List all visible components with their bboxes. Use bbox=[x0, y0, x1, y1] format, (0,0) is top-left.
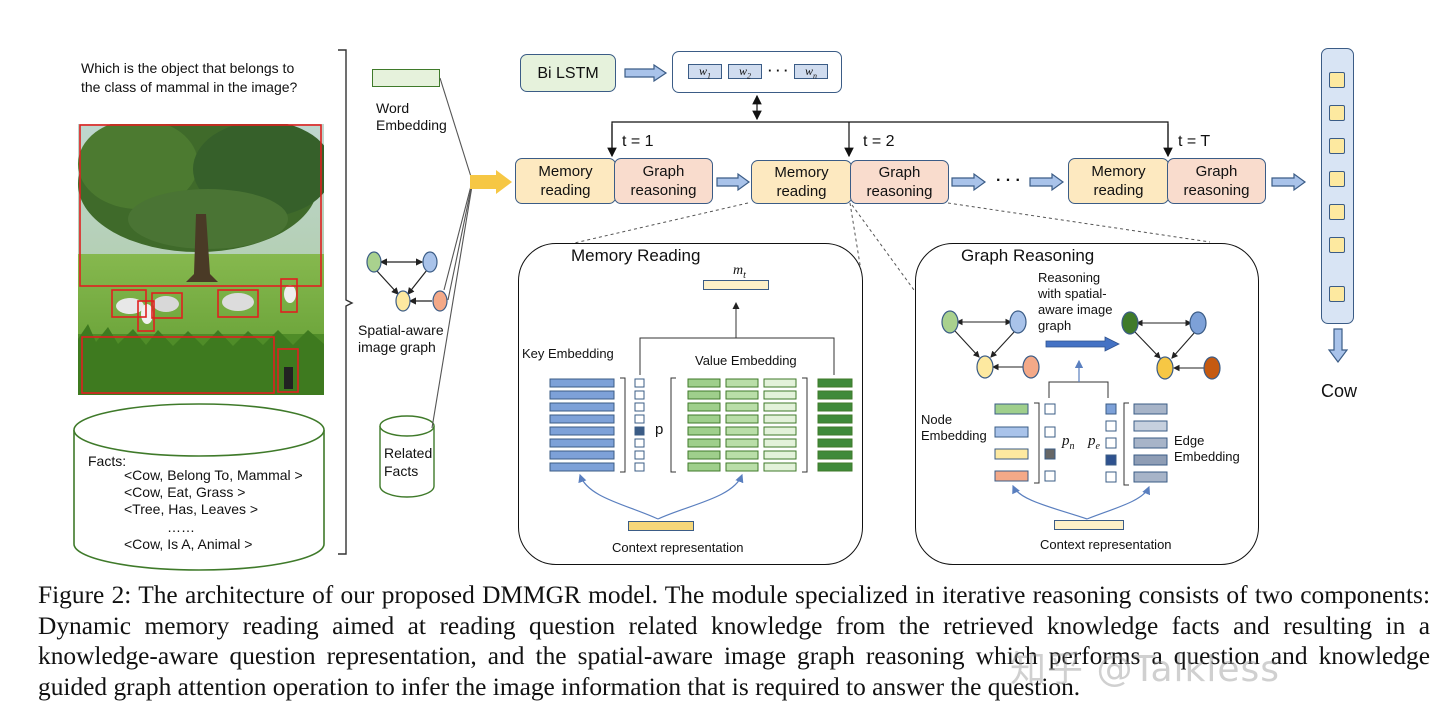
input-arrow-icon bbox=[470, 170, 512, 194]
graph-reasoning-diagram bbox=[941, 310, 1221, 520]
token-ellipsis: · · · bbox=[768, 63, 789, 78]
spatial-graph-icon bbox=[366, 251, 448, 312]
input-bracket bbox=[338, 49, 354, 555]
timestep-label-1: t = 1 bbox=[622, 133, 654, 150]
output-cell bbox=[1329, 286, 1345, 302]
step-arrow-icon bbox=[716, 172, 751, 192]
value-embedding-label: Value Embedding bbox=[695, 353, 797, 368]
p-label: p bbox=[655, 421, 664, 438]
word-embedding-label-1: Word bbox=[376, 100, 410, 116]
memory-context-label: Context representation bbox=[612, 540, 744, 555]
fact-item: <Cow, Eat, Grass > bbox=[124, 484, 246, 500]
reasoning-desc-1: Reasoning bbox=[1038, 270, 1101, 285]
pe-label: pe bbox=[1088, 433, 1100, 452]
output-cell bbox=[1329, 72, 1345, 88]
output-cell bbox=[1329, 237, 1345, 253]
related-facts-cylinder bbox=[379, 415, 435, 498]
output-cell bbox=[1329, 138, 1345, 154]
pn-label: pn bbox=[1062, 433, 1075, 452]
related-facts-label-1: Related bbox=[384, 445, 433, 461]
graph-context-bar bbox=[1054, 520, 1124, 530]
memory-reading-diagram bbox=[549, 302, 853, 520]
step-arrow-icon bbox=[951, 172, 987, 192]
output-cell bbox=[1329, 105, 1345, 121]
reasoning-desc-2: with spatial- bbox=[1038, 286, 1107, 301]
figure-caption: Figure 2: The architecture of our propos… bbox=[38, 581, 1430, 701]
step-arrow-icon bbox=[1029, 172, 1065, 192]
memory-context-bar bbox=[628, 521, 694, 531]
fact-item: <Cow, Is A, Animal > bbox=[124, 536, 253, 552]
fact-item: …… bbox=[167, 519, 195, 535]
fact-item: <Tree, Has, Leaves > bbox=[124, 501, 259, 517]
graph-reasoning-panel bbox=[915, 243, 1259, 565]
memory-output-label: mt bbox=[733, 263, 746, 281]
input-image bbox=[78, 124, 324, 395]
timestep-label-2: t = 2 bbox=[863, 133, 895, 150]
spatial-graph-label-1: Spatial-aware bbox=[358, 322, 444, 338]
reasoning-arrow-icon bbox=[1045, 336, 1120, 352]
memory-reading-title: Memory Reading bbox=[571, 246, 701, 265]
node-embedding-label-1: Node bbox=[921, 412, 953, 427]
spatial-graph-label-2: image graph bbox=[358, 339, 436, 355]
reasoning-desc-3: aware image bbox=[1038, 302, 1113, 317]
node-embedding-label-2: Embedding bbox=[921, 428, 987, 443]
fact-item: <Cow, Belong To, Mammal > bbox=[124, 467, 303, 483]
graph-reasoning-title: Graph Reasoning bbox=[961, 246, 1095, 265]
edge-embedding-label-1: Edge bbox=[1174, 433, 1205, 448]
bilstm-block: Bi LSTM bbox=[520, 54, 616, 92]
output-cell bbox=[1329, 204, 1345, 220]
output-cell bbox=[1329, 171, 1345, 187]
memory-output-bar bbox=[703, 280, 769, 290]
facts-cylinder bbox=[73, 403, 325, 571]
steps-ellipsis: · · · bbox=[996, 172, 1021, 189]
word-embedding-label-2: Embedding bbox=[376, 117, 447, 133]
answer-label: Cow bbox=[1321, 381, 1358, 401]
watermark: 知乎 @Talkless bbox=[1010, 649, 1281, 690]
token-w1: w1 bbox=[688, 64, 722, 80]
bilstm-arrow-icon bbox=[624, 63, 668, 83]
graph-context-label: Context representation bbox=[1040, 537, 1172, 552]
word-embedding-bar bbox=[372, 69, 440, 87]
question-line-2: the class of mammal in the image? bbox=[81, 79, 298, 95]
related-facts-label-2: Facts bbox=[384, 463, 419, 479]
token-w2: w2 bbox=[728, 64, 762, 80]
output-arrow-icon bbox=[1327, 328, 1349, 363]
key-embedding-label: Key Embedding bbox=[522, 346, 614, 361]
question-line-1: Which is the object that belongs to bbox=[81, 60, 295, 76]
edge-embedding-label-2: Embedding bbox=[1174, 449, 1240, 464]
reasoning-desc-4: graph bbox=[1038, 318, 1072, 333]
timestep-label-T: t = T bbox=[1178, 133, 1211, 150]
facts-title: Facts: bbox=[88, 453, 127, 469]
token-wn: wn bbox=[794, 64, 828, 80]
step-arrow-icon bbox=[1271, 172, 1307, 192]
